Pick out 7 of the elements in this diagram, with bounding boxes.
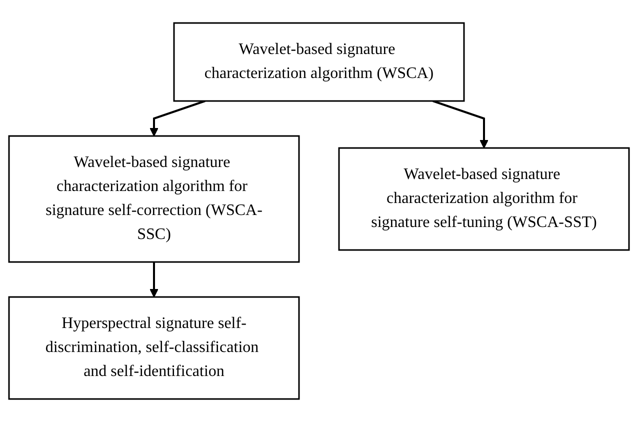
arrow <box>432 100 488 148</box>
arrow <box>149 262 158 298</box>
node-box: Wavelet-based signature characterization algorithm (WSCA) <box>172 22 464 102</box>
node-box: Wavelet-based signature characterization algorithm for signature self-correction (WSCA-SSC) <box>8 135 300 263</box>
arrow <box>149 100 205 136</box>
node-box: Hyperspectral signature self-discrimination, self-classification and self-identification <box>8 296 300 400</box>
node-box: Wavelet-based signature characterization algorithm for signature self-tuning (WSCA-SST) <box>338 147 630 251</box>
